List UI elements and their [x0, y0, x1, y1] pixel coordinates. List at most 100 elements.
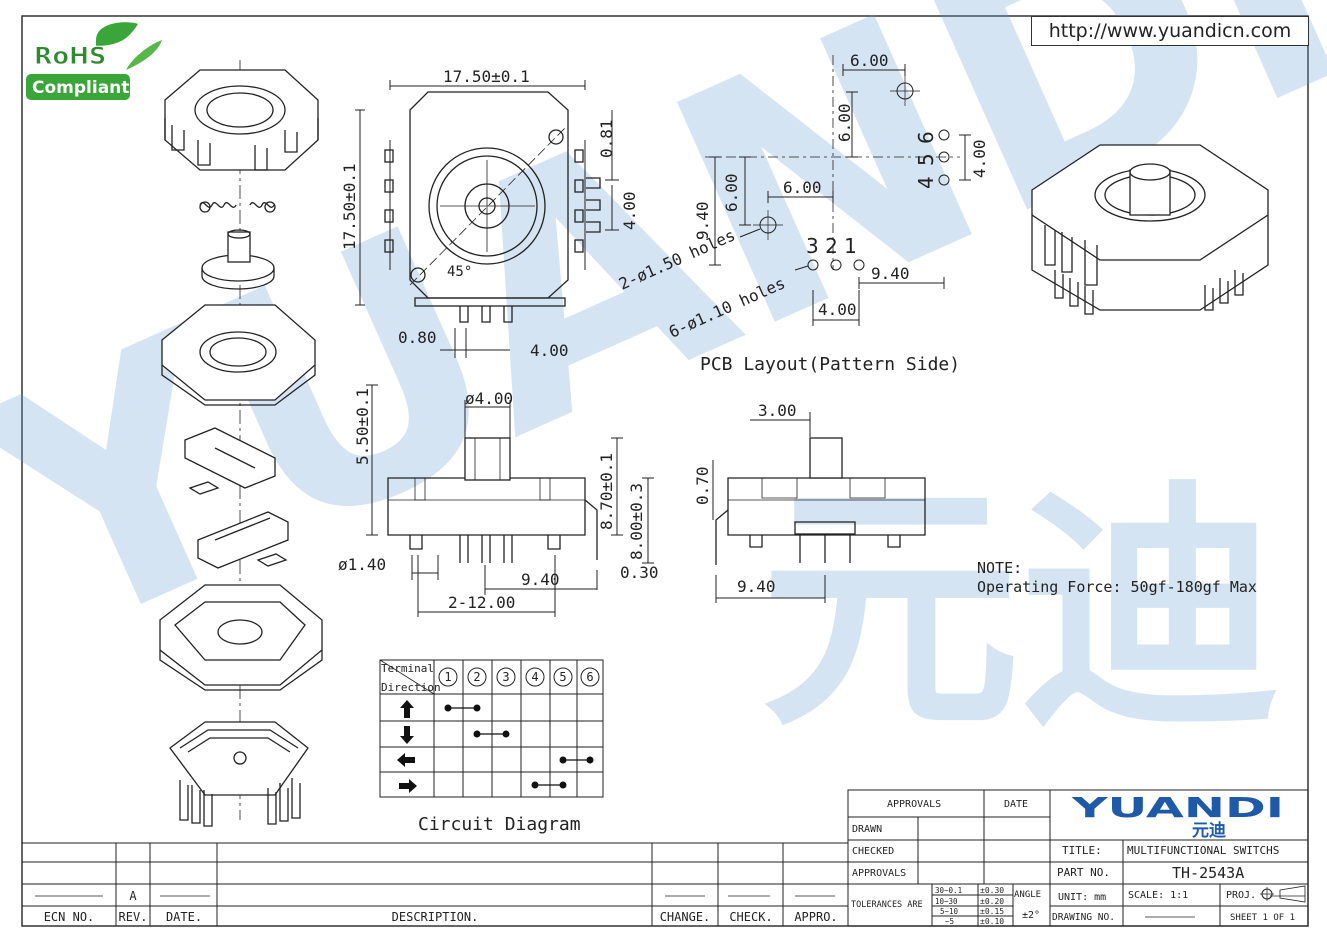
side-dim-940: 9.40	[737, 577, 776, 596]
pcb-pin-6: 6	[914, 131, 938, 144]
unit-label: UNIT: mm	[1058, 892, 1106, 903]
front-dim-1200: 2-12.00	[448, 593, 515, 612]
rev-value: A	[129, 889, 137, 903]
circuit-link-dot	[444, 704, 452, 712]
circuit-link-dot	[586, 756, 594, 764]
angle-value: ±2°	[1022, 910, 1040, 921]
terminal-1: 1	[444, 670, 451, 684]
approvals-label: APPROVALS	[887, 799, 941, 810]
top-angle: 45°	[447, 264, 472, 280]
svg-text:元迪: 元迪	[760, 460, 1280, 762]
part-label: PART NO.	[1057, 866, 1110, 879]
pcb-pin-5: 5	[914, 153, 938, 166]
frame-part	[161, 304, 316, 406]
circuit-link-dot	[531, 781, 539, 789]
leaf-icon	[126, 40, 162, 70]
tol-range-3: 5~10	[940, 907, 959, 916]
tol-value-3: ±0.15	[980, 907, 1004, 916]
front-dim-550: 5.50±0.1	[353, 388, 372, 465]
contact-right	[256, 553, 288, 567]
pcb-caption: PCB Layout(Pattern Side)	[700, 354, 960, 375]
front-dim-030: 0.30	[620, 563, 659, 582]
date-header: DATE.	[166, 910, 202, 924]
tol-value-1: ±0.30	[980, 886, 1004, 895]
terminal-4: 4	[531, 670, 538, 684]
pcb-contacts-part	[169, 721, 309, 827]
down-arrow-icon	[400, 726, 414, 744]
slider-upper	[184, 427, 276, 489]
front-diam4: ø4.00	[465, 389, 513, 408]
front-view	[366, 384, 654, 617]
front-dim-870: 8.70±0.1	[597, 453, 616, 530]
base-part	[159, 584, 323, 691]
circuit-link-dot	[502, 730, 510, 738]
front-dim-940: 9.40	[521, 570, 560, 589]
pcb-dim-940-horiz: 9.40	[871, 264, 910, 283]
pcb-dim-4-right: 4.00	[970, 139, 989, 178]
pcb-dim-4-bottom: 4.00	[818, 300, 857, 319]
drawing-no-label: DRAWING NO.	[1052, 912, 1115, 923]
checked-label: CHECKED	[852, 846, 894, 857]
top-pitch-small: 0.81	[597, 119, 616, 158]
svg-text:Compliant: Compliant	[32, 78, 129, 98]
pcb-pins-top: 3 2 1	[806, 234, 857, 258]
circuit-link-dot	[559, 756, 567, 764]
title-block	[847, 789, 1309, 927]
rev-header: REV.	[119, 910, 148, 924]
pcb-dim-6-horiz: 6.00	[783, 178, 822, 197]
website-url[interactable]: http://www.yuandicn.com	[1031, 16, 1309, 46]
title-label: TITLE:	[1062, 844, 1102, 857]
check-header: CHECK.	[729, 910, 772, 924]
circuit-diagram: Terminal Direction 1 2 3 4 5 6 Circuit D…	[379, 659, 604, 835]
front-diam140: ø1.40	[338, 555, 386, 574]
terminal-6: 6	[586, 670, 593, 684]
side-view	[712, 412, 926, 603]
terminal-5: 5	[559, 670, 566, 684]
tol-value-4: ±0.10	[980, 917, 1004, 926]
note-title: NOTE:	[977, 559, 1022, 577]
title-value: MULTIFUNCTIONAL SWITCHS	[1127, 844, 1279, 857]
scale-label: SCALE: 1:1	[1128, 890, 1188, 901]
revision-block	[22, 842, 848, 926]
angle-label: ANGLE	[1014, 890, 1041, 900]
circuit-direction-header: Direction	[381, 681, 441, 694]
top-pin-spacing: 4.00	[530, 341, 569, 360]
proj-label: PROJ.	[1226, 890, 1256, 901]
tol-range-1: 30~0.1	[935, 886, 962, 895]
top-pin-width: 0.80	[398, 328, 437, 347]
svg-text:YUANDI: YUANDI	[1070, 791, 1284, 824]
exploded-view	[159, 60, 323, 827]
circuit-terminal-header: Terminal	[381, 662, 434, 675]
side-dim-070: 0.70	[693, 466, 712, 505]
date-label: DATE	[1004, 799, 1028, 810]
terminal-2: 2	[473, 670, 480, 684]
drawn-label: DRAWN	[852, 824, 882, 835]
pcb-dim-6-top: 6.00	[850, 51, 889, 70]
terminal-3: 3	[502, 670, 509, 684]
top-height-dim: 17.50±0.1	[340, 163, 359, 250]
pcb-dim-6-vert: 6.00	[835, 103, 854, 142]
front-dim-800: 8.00±0.3	[627, 483, 646, 560]
part-value: TH-2543A	[1172, 864, 1244, 882]
change-header: CHANGE.	[660, 910, 711, 924]
pcb-dim-6-left: 6.00	[722, 173, 741, 212]
top-width-dim: 17.50±0.1	[443, 67, 530, 86]
circuit-link-dot	[473, 730, 481, 738]
tol-range-2: 10~30	[935, 897, 958, 906]
description-header: DESCRIPTION.	[392, 910, 479, 924]
circuit-caption: Circuit Diagram	[418, 814, 581, 835]
right-arrow-icon	[399, 779, 417, 793]
svg-text:RoHS: RoHS	[34, 42, 106, 70]
appro-header: APPRO.	[794, 910, 837, 924]
top-view	[355, 80, 619, 358]
note-text: Operating Force: 50gf-180gf Max	[977, 578, 1257, 596]
top-cover-part	[164, 69, 319, 171]
circuit-link-dot	[559, 781, 567, 789]
pcb-layout	[705, 55, 971, 326]
contact-left	[188, 481, 220, 495]
left-arrow-icon	[397, 753, 415, 767]
slider-lower	[197, 511, 289, 569]
top-pitch: 4.00	[620, 191, 639, 230]
circuit-link-dot	[473, 704, 481, 712]
